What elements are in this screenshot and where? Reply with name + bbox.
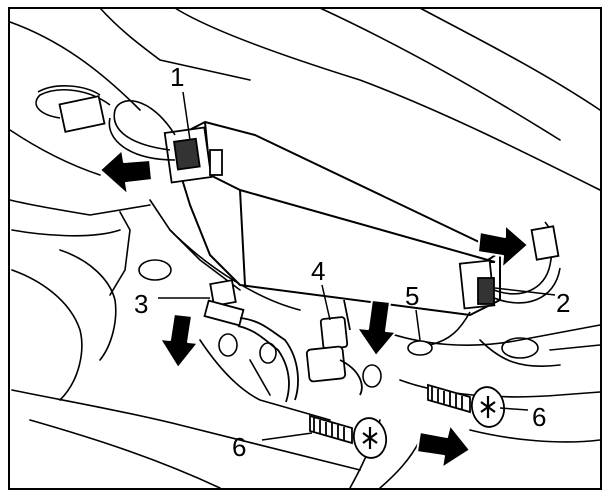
arrow-down-icon [159, 313, 199, 369]
body-contour [9, 21, 141, 111]
antenna-connector-3 [203, 279, 299, 403]
ground-wire-5 [407, 311, 471, 356]
leader-line-2 [494, 287, 556, 296]
wire-plug-right [530, 225, 560, 261]
arrow-down-icon [356, 299, 397, 357]
body-contour [249, 359, 271, 396]
body-contour [419, 7, 601, 111]
body-contour [59, 249, 117, 361]
arrow-right-icon [416, 424, 471, 469]
body-hole [362, 364, 382, 388]
body-contour [549, 344, 601, 351]
wire-clip [58, 95, 106, 133]
body-contour [99, 7, 251, 81]
body-contour [11, 269, 83, 401]
body-contour [9, 129, 101, 176]
callout-1: 1 [170, 62, 184, 92]
callout-2: 2 [556, 288, 570, 318]
leader-line-1 [182, 91, 191, 141]
callout-4: 4 [311, 256, 325, 286]
body-contour [9, 199, 151, 216]
leader-line-6a [499, 407, 529, 411]
body-contour [11, 389, 361, 471]
leader-line-4 [321, 284, 331, 321]
screw-6-left [309, 414, 388, 459]
body-contour [199, 339, 331, 421]
arrow-left-icon [99, 149, 153, 196]
body-contour [479, 339, 561, 368]
callout-6: 6 [232, 432, 246, 462]
wire-harness-left [35, 85, 176, 161]
callout-3: 3 [134, 289, 148, 319]
body-hole [501, 337, 539, 359]
connector-right [458, 259, 496, 310]
body-contour [319, 7, 561, 141]
leader-line-5 [415, 309, 421, 341]
leader-line-6b [261, 432, 313, 441]
callout-6: 6 [532, 402, 546, 432]
body-contour [109, 211, 131, 296]
body-contour [174, 7, 601, 191]
connector-left [163, 126, 223, 184]
body-hole [218, 333, 238, 357]
body-hole [138, 259, 172, 281]
callout-5: 5 [405, 281, 419, 311]
screw-6-right [427, 383, 506, 428]
antenna-connector-4 [305, 299, 363, 396]
body-contour [379, 324, 601, 346]
arrow-right-icon [477, 224, 529, 269]
body-contour [11, 229, 121, 237]
body-contour [29, 419, 221, 489]
body-contour [469, 429, 601, 443]
